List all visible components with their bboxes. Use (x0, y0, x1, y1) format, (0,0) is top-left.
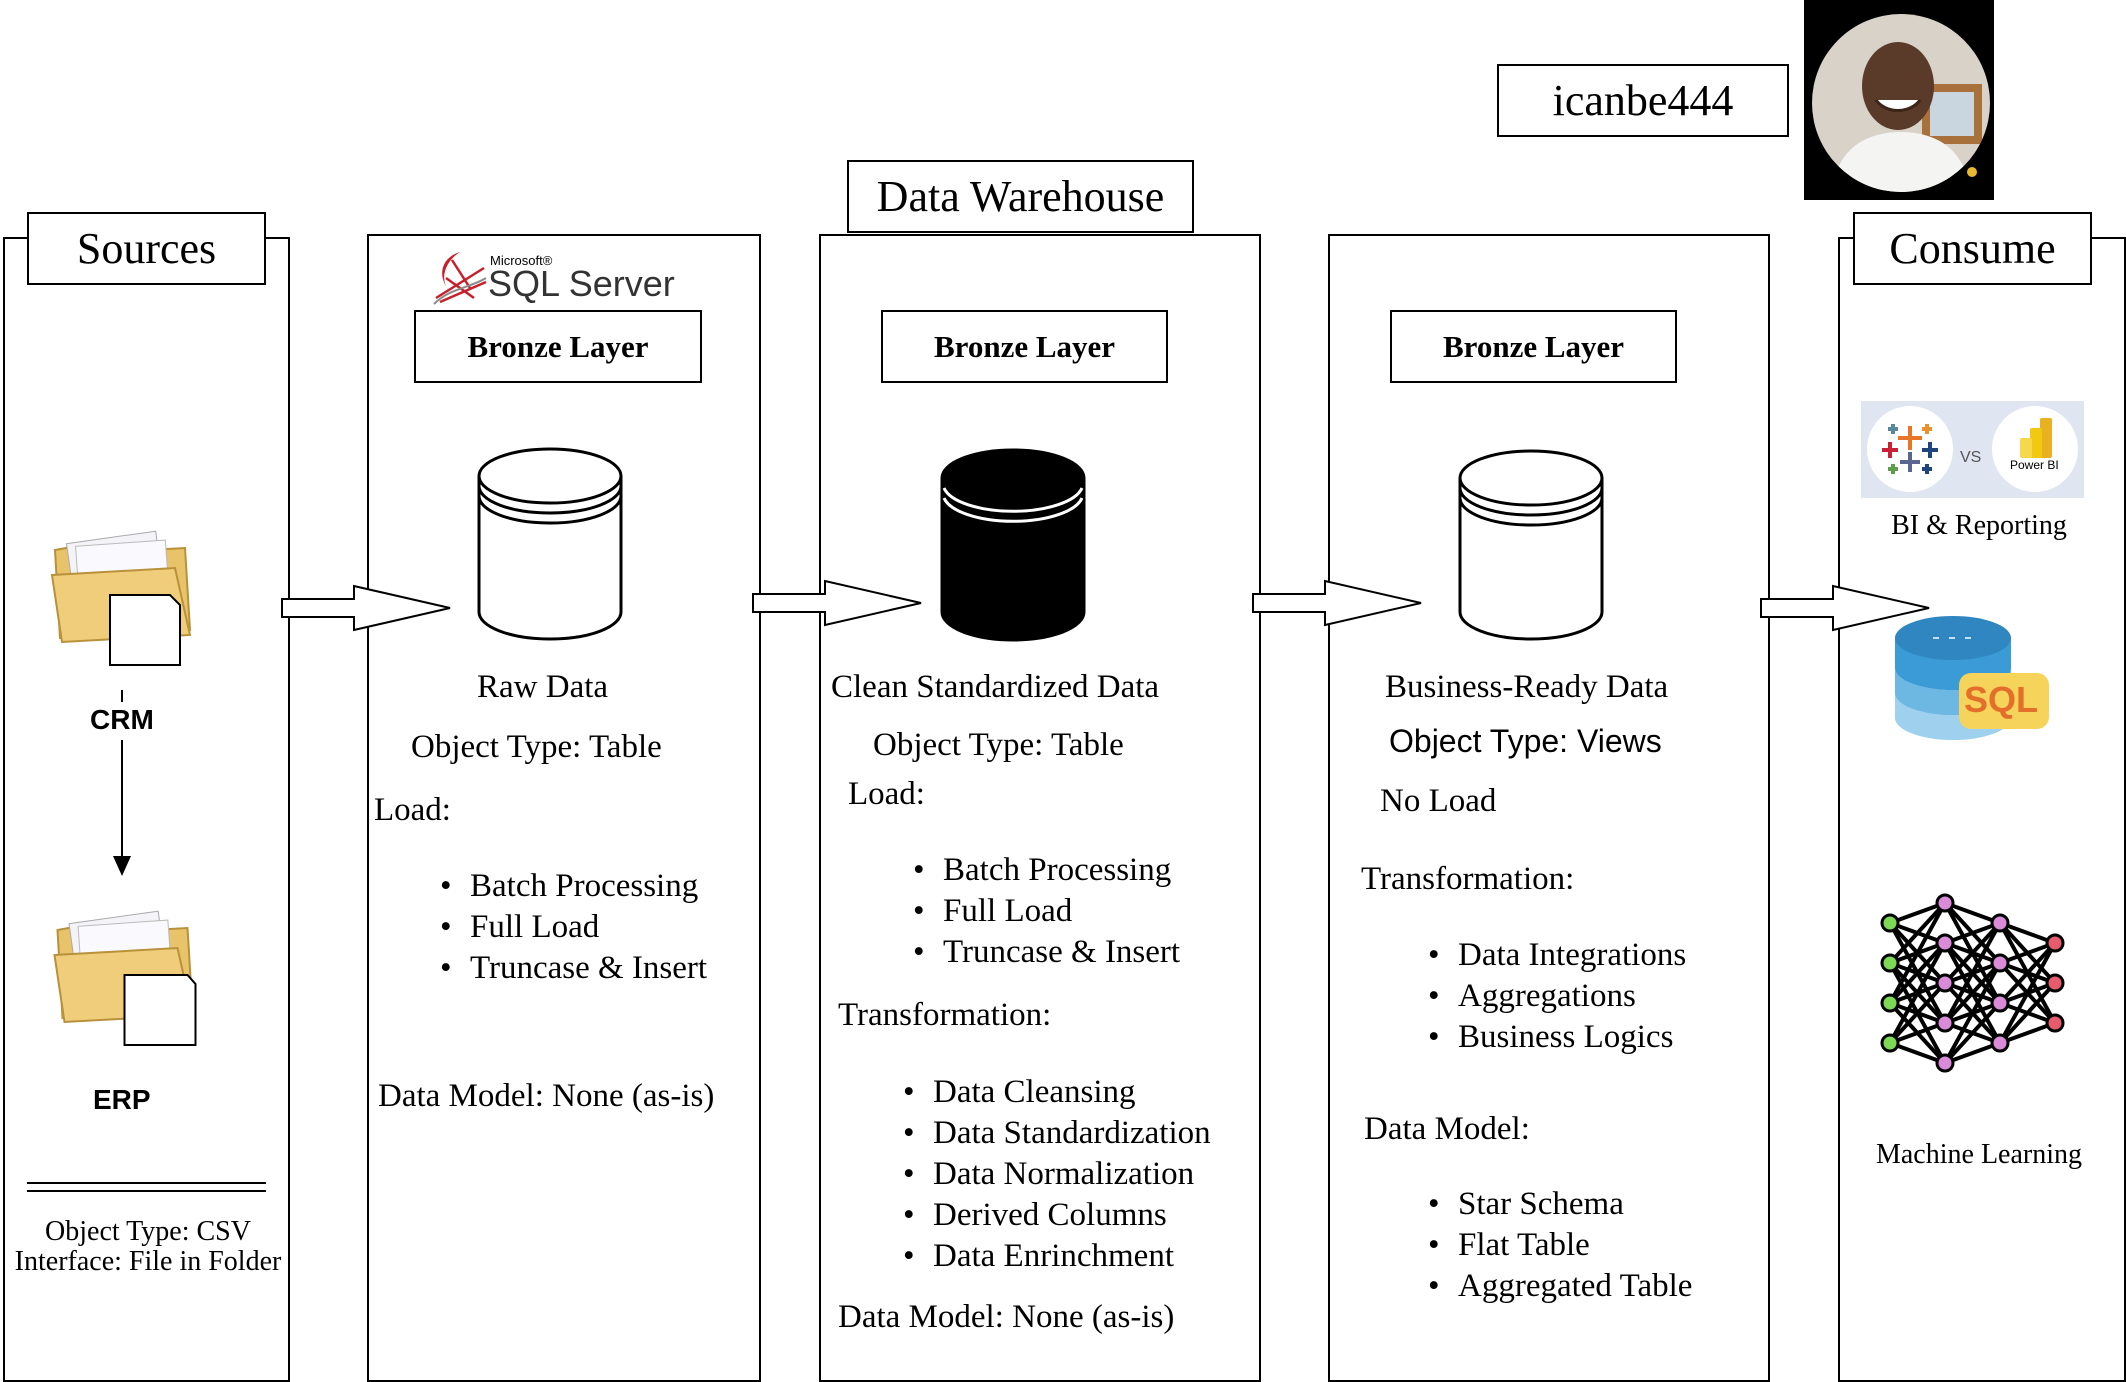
list-item: Data Integrations (1428, 935, 1686, 976)
folder-icon (50, 530, 192, 666)
sources-panel (3, 237, 290, 1382)
layer2-data-model: Data Model: None (as-is) (838, 1299, 1175, 1335)
layer1-load-heading: Load: (374, 792, 451, 828)
source-erp-label: ERP (93, 1084, 151, 1115)
avatar-photo (1812, 14, 1990, 192)
username-box: icanbe444 (1497, 64, 1789, 137)
list-item: Data Cleansing (903, 1072, 1211, 1113)
list-item: Full Load (440, 907, 707, 948)
list-item: Truncase & Insert (440, 948, 707, 989)
bi-reporting-label: BI & Reporting (1891, 510, 2067, 541)
layer3-header: Bronze Layer (1390, 310, 1677, 383)
sources-title: Sources (27, 212, 266, 285)
source-crm-label: CRM (90, 704, 154, 735)
warehouse-title: Data Warehouse (847, 160, 1194, 233)
list-item: Batch Processing (913, 850, 1180, 891)
crm-to-erp-arrow (113, 690, 131, 876)
flow-arrow (281, 584, 451, 632)
list-item: Aggregations (1428, 976, 1686, 1017)
list-item: Flat Table (1428, 1225, 1692, 1266)
list-item: Derived Columns (903, 1195, 1211, 1236)
list-item: Star Schema (1428, 1184, 1692, 1225)
flow-arrow (1252, 579, 1422, 627)
list-item: Truncase & Insert (913, 932, 1180, 973)
layer1-header: Bronze Layer (414, 310, 702, 383)
layer2-load-heading: Load: (848, 776, 925, 812)
ml-label: Machine Learning (1875, 1139, 2083, 1170)
layer3-object-type: Object Type: Views (1389, 723, 1662, 759)
layer2-transform-heading: Transformation: (838, 997, 1052, 1033)
layer3-transform-list: Data Integrations Aggregations Business … (1428, 935, 1686, 1058)
layer3-data-label: Business-Ready Data (1385, 669, 1669, 705)
layer3-model-heading: Data Model: (1364, 1111, 1530, 1147)
list-item: Full Load (913, 891, 1180, 932)
layer1-load-list: Batch Processing Full Load Truncase & In… (440, 866, 707, 989)
list-item: Aggregated Table (1428, 1266, 1692, 1307)
list-item: Batch Processing (440, 866, 707, 907)
layer1-object-type: Object Type: Table (411, 729, 662, 765)
layer2-load-list: Batch Processing Full Load Truncase & In… (913, 850, 1180, 973)
database-icon (1458, 449, 1604, 641)
sql-server-logo-icon (433, 252, 487, 305)
list-item: Data Enrinchment (903, 1236, 1211, 1277)
source-interface: Interface: File in Folder (14, 1246, 282, 1277)
double-divider (27, 1182, 266, 1192)
layer2-header: Bronze Layer (881, 310, 1168, 383)
avatar-frame (1804, 0, 1994, 200)
layer2-object-type: Object Type: Table (873, 727, 1124, 763)
layer3-load-heading: No Load (1380, 783, 1497, 819)
layer1-panel (367, 234, 761, 1382)
flow-arrow (1760, 584, 1930, 632)
database-icon (477, 447, 623, 641)
powerbi-icon (1992, 406, 2078, 492)
source-object-type: Object Type: CSV (45, 1216, 251, 1247)
powerbi-label: Power BI (2010, 458, 2059, 472)
layer2-data-label: Clean Standardized Data (831, 669, 1160, 705)
flow-arrow (752, 579, 922, 627)
sql-badge-text: SQL (1964, 679, 2039, 720)
layer1-data-model: Data Model: None (as-is) (378, 1078, 715, 1114)
bi-vs-label: VS (1960, 449, 1982, 466)
layer2-transform-list: Data Cleansing Data Standardization Data… (903, 1072, 1211, 1277)
database-icon (940, 448, 1086, 642)
neural-network-icon (1880, 893, 2065, 1073)
list-item: Data Standardization (903, 1113, 1211, 1154)
layer3-transform-heading: Transformation: (1361, 861, 1575, 897)
tableau-icon (1867, 406, 1953, 492)
consume-title: Consume (1853, 212, 2092, 285)
folder-icon (53, 910, 197, 1046)
layer1-data-label: Raw Data (477, 669, 609, 705)
sql-server-logo-small: Microsoft® (490, 253, 553, 268)
list-item: Data Normalization (903, 1154, 1211, 1195)
layer3-model-list: Star Schema Flat Table Aggregated Table (1428, 1184, 1692, 1307)
sql-server-logo-text: SQL Server (488, 263, 675, 304)
list-item: Business Logics (1428, 1017, 1686, 1058)
sql-database-icon (1895, 616, 2049, 740)
